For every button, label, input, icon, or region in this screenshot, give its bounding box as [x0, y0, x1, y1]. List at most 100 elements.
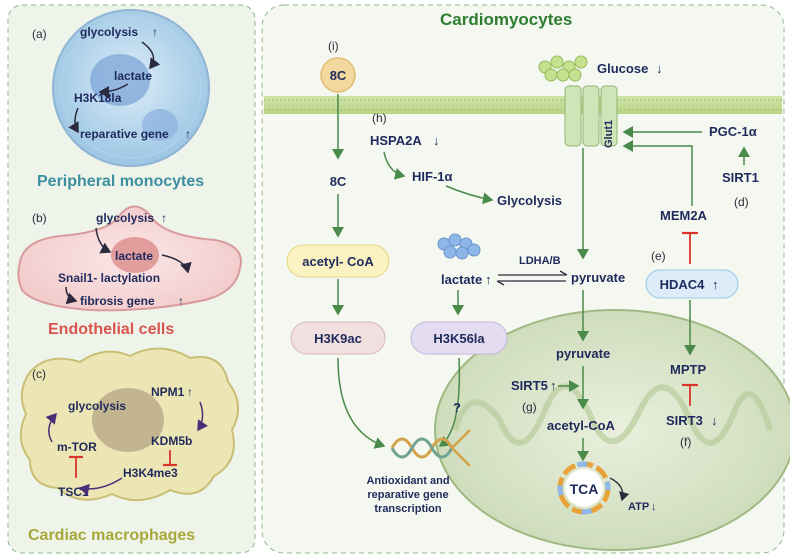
h3k9ac-label: H3K9ac — [314, 331, 362, 346]
label-c: (c) — [32, 367, 46, 381]
sirt3-label: SIRT3 — [666, 413, 703, 428]
mac-arrow-h3k4me3-tsc1 — [78, 477, 123, 496]
mitochondrion-cristae — [452, 383, 773, 446]
lactate-molecules — [437, 233, 481, 260]
arrow-hspa2a-hif1a — [383, 151, 406, 180]
mito-pyruvate-label: pyruvate — [556, 346, 610, 361]
glucose-down: ↓ — [656, 61, 663, 76]
glut1-label: Glut1 — [603, 120, 615, 148]
output-line-2: reparative gene — [367, 489, 448, 501]
mac-arrow-npm1-kdm5b — [197, 401, 208, 432]
acetylcoa-label: acetyl- CoA — [302, 254, 374, 269]
mac-h3k4me3: H3K4me3 — [123, 466, 178, 480]
output-line-3: transcription — [374, 503, 442, 515]
mitochondrion — [434, 309, 790, 551]
mono-arrow-3 — [68, 107, 79, 134]
acetylcoa-pill — [286, 244, 390, 278]
arrow-h3k56la-dna — [438, 357, 461, 447]
mac-mtor: m-TOR — [57, 440, 97, 454]
label-i: (i) — [328, 39, 339, 53]
endo-lactate: lactate — [115, 249, 153, 263]
mono-arrow-2 — [98, 83, 129, 98]
endo-snail1: Snail1- lactylation — [58, 271, 160, 285]
label-g: (g) — [522, 400, 537, 414]
mono-arrow-1 — [141, 41, 161, 70]
mac-npm1: NPM1 — [151, 385, 185, 399]
monocyte-inner-ring — [60, 17, 202, 159]
lactate-label: lactate — [441, 272, 482, 287]
cardiomyocyte-panel: Cardiomyocytes (i) 8C 8C acetyl- CoA H3K… — [264, 10, 790, 551]
eightc-circle-label: 8C — [330, 68, 347, 83]
hspa2a-down: ↓ — [433, 133, 440, 148]
label-f: (f) — [680, 435, 691, 449]
mac-glycolysis: glycolysis — [68, 399, 126, 413]
h3k56la-pill — [410, 321, 508, 355]
glucose-label: Glucose — [597, 61, 648, 76]
mono-glycolysis-up: ↑ — [152, 25, 158, 39]
macrophage-panel: (c) glycolysis NPM1 ↑ m-TOR KDM5b TSC1 H… — [19, 347, 239, 544]
atp-label: ATP — [628, 501, 649, 513]
pyruvate-label: pyruvate — [571, 270, 625, 285]
glut1-transporter — [564, 85, 618, 147]
dna-icon — [390, 429, 471, 467]
eq-arrow-top-head — [559, 270, 568, 276]
tca-label: TCA — [570, 481, 599, 497]
sirt5-up: ↑ — [550, 378, 557, 393]
macrophages-title: Cardiac macrophages — [28, 527, 195, 544]
endothelial-title: Endothelial cells — [48, 321, 174, 338]
mono-glycolysis: glycolysis — [80, 25, 138, 39]
label-e: (e) — [651, 249, 666, 263]
eightc-circle — [320, 57, 356, 93]
mito-acetylcoa-label: acetyl-CoA — [547, 418, 616, 433]
lactate-up: ↑ — [485, 272, 492, 287]
hif1a-label: HIF-1α — [412, 169, 453, 184]
arrow-h3k9ac-dna — [337, 357, 386, 449]
mac-tsc1: TSC1 — [58, 485, 89, 499]
output-line-1: Antioxidant and — [366, 475, 449, 487]
eq-arrow-bottom-head — [496, 280, 505, 286]
hdac4-pill — [645, 269, 739, 299]
sirt5-label: SIRT5 — [511, 378, 548, 393]
atp-down: ↓ — [651, 501, 657, 513]
label-a: (a) — [32, 27, 47, 41]
hdac4-up: ↑ — [712, 277, 719, 292]
endo-glycolysis: glycolysis — [96, 211, 154, 225]
monocyte-panel: (a) glycolysis ↑ lactate H3K18la reparat… — [32, 9, 210, 190]
monocytes-title: Peripheral monocytes — [37, 173, 204, 190]
mac-npm1-up: ↑ — [187, 385, 193, 399]
mono-lactate: lactate — [114, 69, 152, 83]
monocyte-nucleus-2 — [142, 109, 178, 141]
hdac4-label: HDAC4 — [660, 277, 706, 292]
label-d: (d) — [734, 195, 749, 209]
arrow-mem2a-glut1 — [622, 140, 693, 206]
label-h: (h) — [372, 111, 387, 125]
question-mark: ? — [453, 400, 461, 415]
endo-fibrosis-gene: fibrosis gene — [80, 294, 155, 308]
mono-h3k18la: H3K18la — [74, 91, 122, 105]
endo-fibrosis-up: ↑ — [178, 294, 184, 308]
ldha-label: LDHA/B — [519, 255, 561, 267]
glycolysis-label: Glycolysis — [497, 193, 562, 208]
sirt3-down: ↓ — [711, 413, 718, 428]
h3k56la-label: H3K56la — [433, 331, 485, 346]
glucose-molecules — [538, 55, 588, 82]
arrow-hif1a-glycolysis — [445, 185, 494, 205]
endothelial-panel: (b) glycolysis ↑ lactate Snail1- lactyla… — [17, 205, 242, 338]
mac-arrow-mtor-glycolysis — [45, 412, 57, 443]
h3k9ac-pill — [290, 321, 386, 355]
arrow-tca-atp — [609, 477, 630, 502]
sirt1-label: SIRT1 — [722, 170, 759, 185]
endo-arrow-2 — [161, 254, 192, 274]
macrophage-nucleus — [92, 388, 164, 452]
endo-arrow-1 — [95, 227, 112, 254]
endothelial-nucleus — [111, 237, 159, 273]
label-b: (b) — [32, 211, 47, 225]
eightc-text: 8C — [330, 174, 347, 189]
pgc1a-label: PGC-1α — [709, 124, 757, 139]
cardiomyocytes-title: Cardiomyocytes — [440, 10, 572, 29]
mono-reparative-gene: reparative gene — [80, 127, 169, 141]
mono-reparative-up: ↑ — [185, 127, 191, 141]
endo-glycolysis-up: ↑ — [161, 211, 167, 225]
